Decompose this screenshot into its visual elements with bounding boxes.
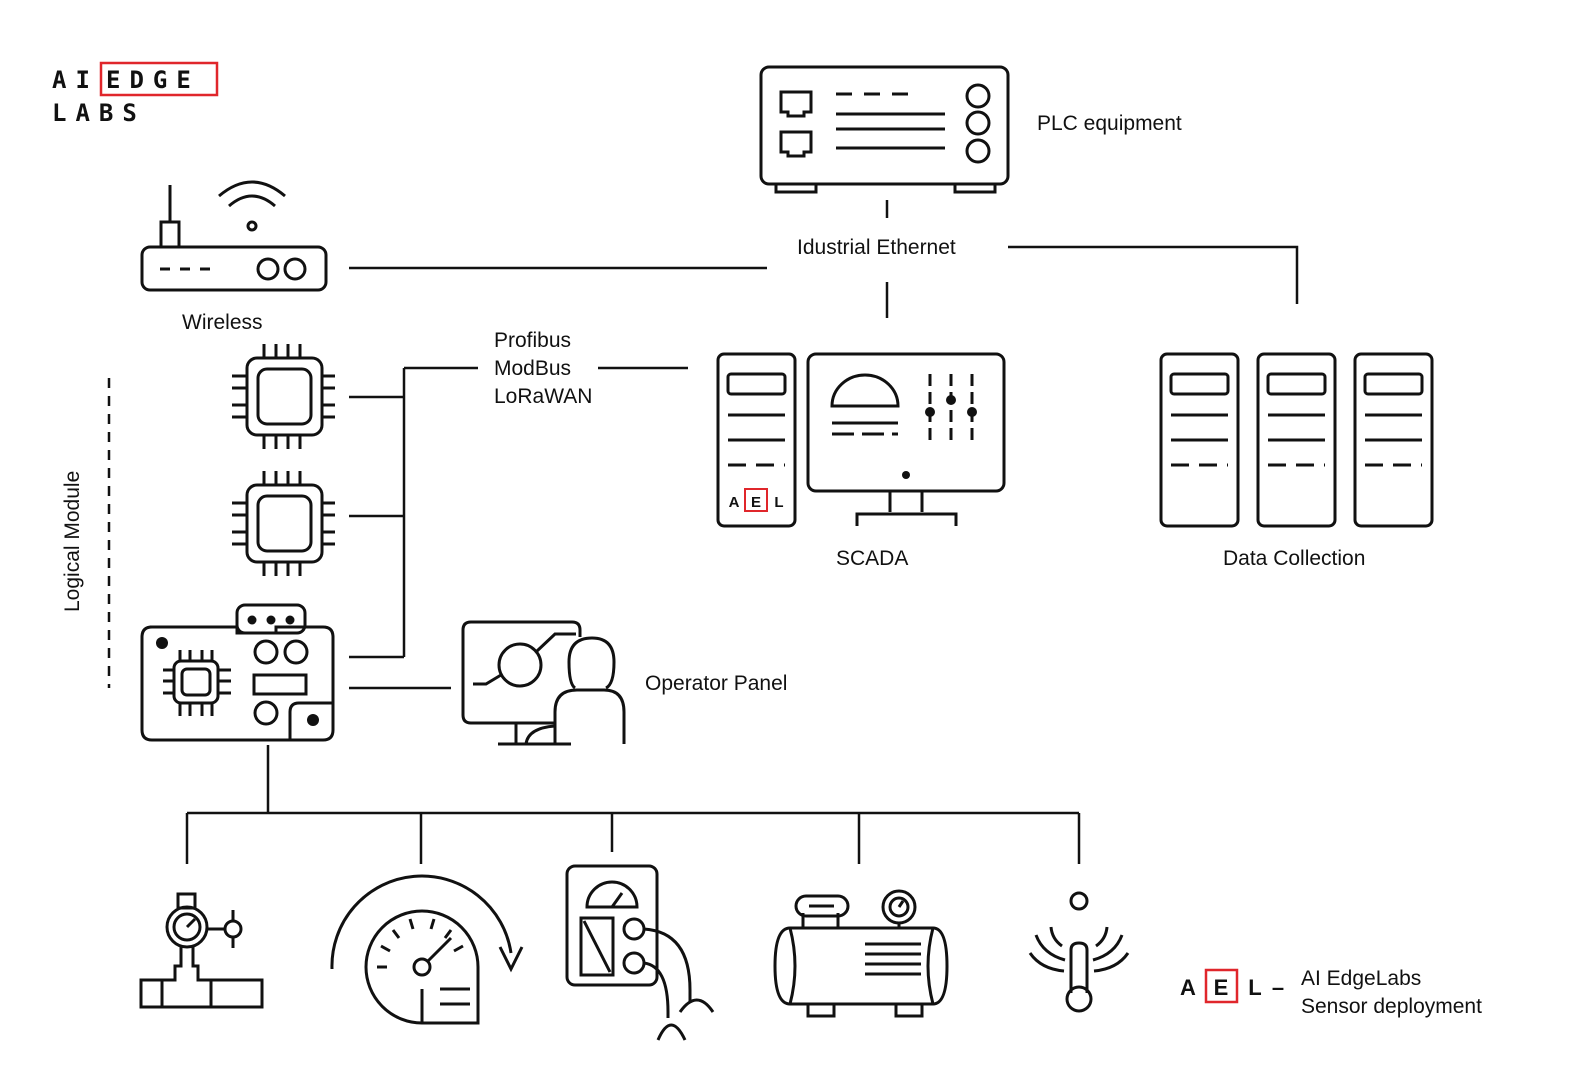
legend-letter-l: L — [1248, 975, 1261, 1000]
controller-board-icon — [140, 603, 335, 742]
speed-gauge-icon — [330, 874, 524, 1025]
monitor-icon — [806, 352, 1006, 526]
compressor-icon — [773, 889, 949, 1018]
legend: A E L – AI EdgeLabs Sensor deployment — [1180, 967, 1482, 1018]
legend-line2: Sensor deployment — [1301, 995, 1482, 1018]
operator-icon — [461, 620, 626, 746]
scada-badge-e: E — [751, 494, 761, 511]
logo-labs-text: LABS — [52, 99, 146, 127]
logical-module-label: Logical Module — [61, 471, 84, 612]
logo-red-box — [99, 61, 219, 97]
protocol-modbus-label: ModBus — [494, 357, 571, 380]
scada-label: SCADA — [836, 547, 908, 570]
server-rack-icon — [1353, 352, 1434, 528]
logo-edge-text: EDGE — [106, 66, 200, 94]
plc-label: PLC equipment — [1037, 112, 1182, 135]
legend-red-box — [1204, 968, 1239, 1004]
protocol-lorawan-label: LoRaWAN — [494, 385, 592, 408]
server-rack-icon — [1159, 352, 1240, 528]
data-collection-label: Data Collection — [1223, 547, 1365, 570]
plc-icon — [759, 65, 1010, 194]
operator-panel-label: Operator Panel — [645, 672, 787, 695]
legend-letter-a: A — [1180, 975, 1196, 1000]
scada-server-icon — [716, 352, 797, 528]
board-dots — [156, 615, 319, 726]
legend-dash: – — [1272, 975, 1284, 1000]
logo-ai-text: AI — [52, 66, 99, 94]
router-icon — [140, 180, 328, 292]
protocol-profibus-label: Profibus — [494, 329, 571, 352]
connection-lines — [185, 200, 1299, 864]
valve-icon — [139, 892, 264, 1009]
company-logo: AI EDGE LABS — [52, 61, 219, 127]
scada-badge-a: A — [729, 494, 740, 511]
meter-icon — [565, 864, 715, 1041]
server-rack-icon — [1256, 352, 1337, 528]
monitor-knobs — [902, 395, 977, 479]
legend-letter-e: E — [1214, 975, 1229, 1000]
wireless-label: Wireless — [182, 311, 263, 334]
scada-badge: A E L — [729, 488, 784, 512]
chip-icon — [232, 471, 335, 576]
temperature-sensor-icon — [1028, 891, 1130, 1013]
scada-badge-l: L — [774, 494, 783, 511]
ethernet-label: Idustrial Ethernet — [797, 236, 956, 259]
chip-icon — [232, 344, 335, 449]
legend-line1: AI EdgeLabs — [1301, 967, 1421, 990]
